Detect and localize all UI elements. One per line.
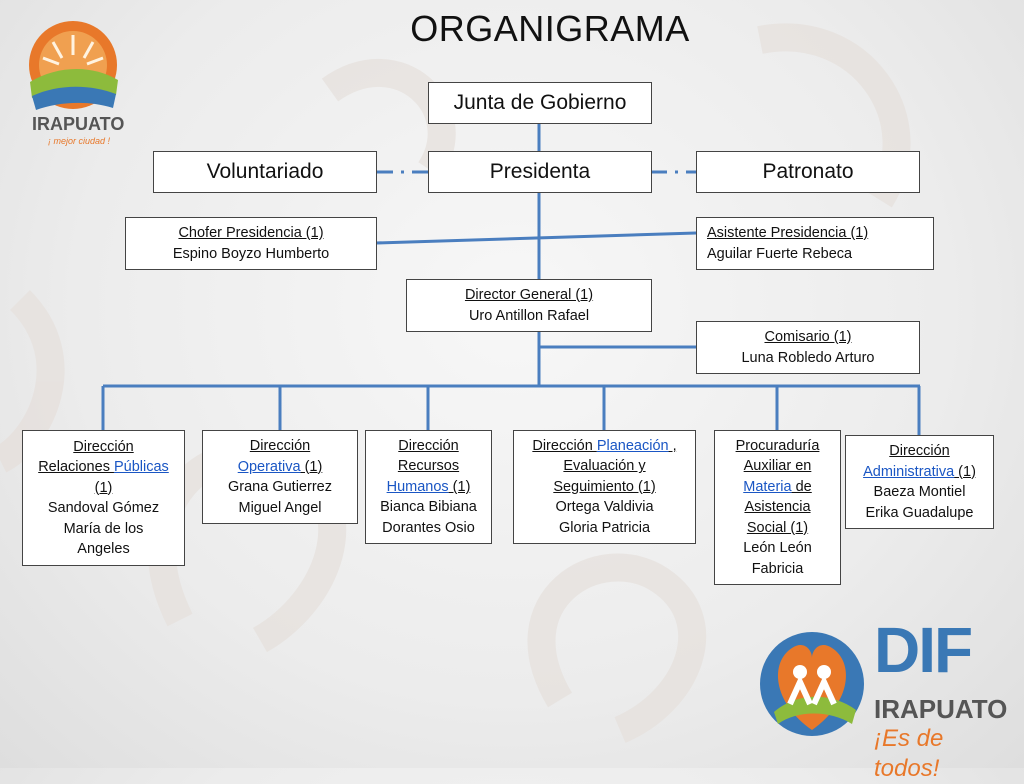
relaciones-name-1: Sandoval Gómez [47, 500, 160, 516]
junta-de-gobierno-box: Junta de Gobierno [428, 82, 652, 124]
irapuato-logo-tagline: ¡ mejor ciudad ! [48, 136, 111, 146]
voluntariado-label: Voluntariado [206, 160, 324, 183]
voluntariado-box: Voluntariado [153, 151, 377, 193]
dif-logo-city: IRAPUATO [874, 694, 1008, 724]
chofer-presidencia-box: Chofer Presidencia (1) Espino Boyzo Humb… [125, 217, 377, 270]
procuraduria-line-4: Asistencia [744, 499, 811, 516]
procuraduria-line-1: Procuraduría [735, 437, 820, 454]
rrhh-humanos-link[interactable]: Humanos [386, 478, 449, 495]
administrativa-name-1: Baeza Montiel [873, 484, 966, 500]
relaciones-name-3: Angeles [77, 541, 130, 557]
asistente-name: Aguilar Fuerte Rebeca [707, 245, 853, 262]
procuraduria-name-2: Fabricia [751, 560, 804, 577]
dif-logo-tagline: ¡Es de todos! [874, 725, 944, 782]
rrhh-count: (1) [448, 478, 471, 495]
relaciones-line-1: Dirección [73, 438, 134, 455]
rrhh-name-2: Dorantes Osio [382, 519, 475, 536]
planeacion-line-2: Evaluación y [563, 458, 646, 475]
rrhh-name-1: Bianca Bibiana [380, 499, 477, 516]
procuraduria-line-5: Social (1) [746, 519, 809, 536]
operativa-name-1: Grana Gutierrez [228, 479, 332, 495]
director-general-box: Director General (1) Uro Antillon Rafael [406, 279, 652, 332]
direccion-administrativa-box: Dirección Administrativa (1) Baeza Monti… [845, 435, 994, 529]
chofer-name: Espino Boyzo Humberto [172, 245, 330, 262]
administrativa-count: (1) [954, 463, 976, 480]
irapuato-logo-name: IRAPUATO [32, 114, 125, 134]
director-general-name: Uro Antillon Rafael [468, 307, 590, 324]
relaciones-name-2: María de los [63, 520, 144, 537]
procuraduria-auxiliar-box: Procuraduría Auxiliar en Materia de Asis… [714, 430, 841, 585]
administrativa-name-2: Erika Guadalupe [865, 504, 974, 521]
operativa-line-1: Dirección [249, 438, 311, 454]
relaciones-line-3: (1) [94, 479, 113, 496]
comisario-role: Comisario (1) [764, 329, 852, 345]
procuraduria-name-1: León León [743, 540, 812, 557]
comisario-box: Comisario (1) Luna Robledo Arturo [696, 321, 920, 374]
planeacion-line-1a: Dirección [532, 437, 597, 454]
asistente-presidencia-box: Asistente Presidencia (1) Aguilar Fuerte… [696, 217, 934, 270]
dif-irapuato-logo: DIF IRAPUATO ¡Es de todos! [752, 612, 1014, 782]
irapuato-logo: IRAPUATO ¡ mejor ciudad ! [18, 10, 138, 150]
dif-logo-name: DIF [874, 614, 973, 686]
rrhh-line-2: Recursos [397, 458, 460, 475]
operativa-name-2: Miguel Angel [238, 499, 322, 516]
procuraduria-line-2: Auxiliar en [743, 458, 812, 475]
planeacion-name-1: Ortega Valdivia [555, 499, 654, 516]
direccion-planeacion-box: Dirección Planeación , Evaluación y Segu… [513, 430, 696, 544]
director-general-role: Director General (1) [464, 287, 594, 303]
org-connectors [101, 123, 921, 435]
procuraduria-line-3b: de [791, 478, 812, 495]
patronato-label: Patronato [762, 160, 854, 183]
operativa-count: (1) [300, 458, 323, 475]
chofer-role: Chofer Presidencia (1) [178, 225, 324, 241]
rrhh-line-1: Dirección [398, 437, 459, 454]
relaciones-publicas-link[interactable]: Públicas [113, 459, 169, 475]
administrativa-line-1: Dirección [889, 443, 950, 459]
administrativa-link[interactable]: Administrativa [863, 463, 955, 480]
procuraduria-materia-link[interactable]: Materia [743, 478, 792, 495]
presidenta-box: Presidenta [428, 151, 652, 193]
relaciones-line-2a: Relaciones [38, 459, 114, 475]
direccion-relaciones-publicas-box: Dirección Relaciones Públicas (1) Sandov… [22, 430, 185, 566]
page-title: ORGANIGRAMA [410, 8, 690, 49]
direccion-operativa-box: Dirección Operativa (1) Grana Gutierrez … [202, 430, 358, 524]
planeacion-link[interactable]: Planeación [596, 437, 669, 454]
planeacion-line-1c: , [668, 437, 677, 454]
planeacion-name-2: Gloria Patricia [558, 519, 651, 536]
comisario-name: Luna Robledo Arturo [741, 349, 875, 366]
junta-label: Junta de Gobierno [453, 91, 627, 114]
patronato-box: Patronato [696, 151, 920, 193]
operativa-link[interactable]: Operativa [237, 458, 301, 475]
presidenta-label: Presidenta [489, 160, 591, 183]
asistente-role: Asistente Presidencia (1) [707, 225, 869, 241]
planeacion-line-3: Seguimiento (1) [553, 478, 656, 495]
direccion-recursos-humanos-box: Dirección Recursos Humanos (1) Bianca Bi… [365, 430, 492, 544]
